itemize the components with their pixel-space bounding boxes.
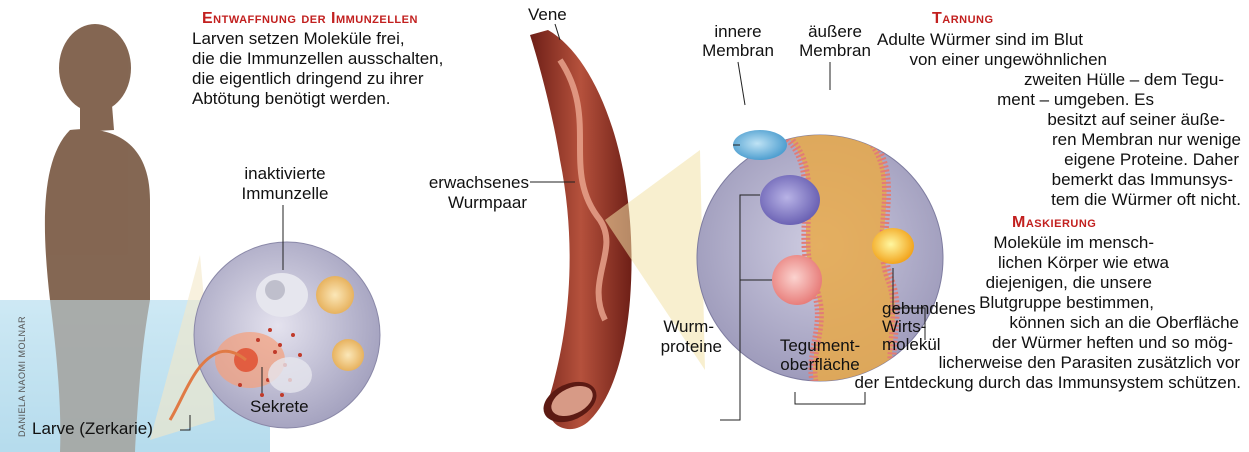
entwaffnung-line-2: die die Immunzellen ausschalten, — [192, 49, 443, 69]
credit-line: DANIELA NAOMI MOLNAR — [17, 317, 27, 437]
label-tegument-2: oberfläche — [765, 355, 875, 374]
label-wurmpaar-2: Wurmpaar — [448, 193, 527, 212]
maskierung-line-7: licherweise den Parasiten zusätzlich vor — [939, 353, 1240, 373]
label-larve: Larve (Zerkarie) — [32, 419, 153, 438]
heading-entwaffnung: Entwaffnung der Immunzellen — [202, 10, 418, 28]
tarnung-line-7: eigene Proteine. Daher — [1064, 150, 1239, 170]
worm-protein-pink — [772, 255, 822, 305]
label-wurmproteine-1: Wurm- — [663, 317, 714, 336]
host-molecule — [872, 228, 914, 264]
label-aeussere-membran-2: Membran — [780, 41, 890, 60]
maskierung-line-4: Blutgruppe bestimmen, — [979, 293, 1154, 313]
maskierung-line-3: diejenigen, die unsere — [986, 273, 1152, 293]
label-wirtsmolekuel-2: Wirts- — [882, 317, 926, 336]
tarnung-line-2: von einer ungewöhnlichen — [909, 50, 1107, 70]
tarnung-line-3: zweiten Hülle – dem Tegu- — [1024, 70, 1224, 90]
label-wurmpaar-1: erwachsenes — [429, 173, 529, 192]
tarnung-line-9: tem die Würmer oft nicht. — [1051, 190, 1241, 210]
maskierung-line-2: lichen Körper wie etwa — [998, 253, 1169, 273]
heading-maskierung: Maskierung — [1012, 214, 1096, 232]
label-inaktivierte-2: Immunzelle — [225, 184, 345, 203]
tarnung-line-1: Adulte Würmer sind im Blut — [877, 30, 1083, 50]
label-innere-membran-1: innere — [683, 22, 793, 41]
immune-cell-1 — [316, 276, 354, 314]
heading-tarnung: Tarnung — [932, 10, 994, 28]
tarnung-line-5: besitzt auf seiner äuße- — [1047, 110, 1225, 130]
label-wirtsmolekuel-3: molekül — [882, 335, 941, 354]
inactive-immune-cell-2 — [268, 357, 312, 393]
entwaffnung-line-1: Larven setzen Moleküle frei, — [192, 29, 405, 49]
tarnung-line-6: ren Membran nur wenige — [1052, 130, 1241, 150]
maskierung-line-6: der Würmer heften und so mög- — [992, 333, 1233, 353]
maskierung-line-1: Moleküle im mensch- — [993, 233, 1154, 253]
label-inaktivierte-1: inaktivierte — [225, 164, 345, 183]
entwaffnung-line-3: die eigentlich dringend zu ihrer — [192, 69, 424, 89]
label-aeussere-membran-1: äußere — [780, 22, 890, 41]
label-sekrete: Sekrete — [250, 397, 309, 416]
maskierung-line-8: der Entdeckung durch das Immunsystem sch… — [855, 373, 1241, 393]
entwaffnung-line-4: Abtötung benötigt werden. — [192, 89, 390, 109]
maskierung-line-5: können sich an die Oberfläche — [1009, 313, 1239, 333]
worm-protein-blue — [733, 130, 787, 160]
label-vene: Vene — [528, 5, 567, 24]
label-innere-membran-2: Membran — [683, 41, 793, 60]
tarnung-line-4: ment – umgeben. Es — [997, 90, 1154, 110]
label-tegument-1: Tegument- — [765, 336, 875, 355]
label-wirtsmolekuel-1: gebundenes — [882, 299, 976, 318]
tarnung-line-8: bemerkt das Immunsys- — [1052, 170, 1233, 190]
worm-protein-purple — [760, 175, 820, 225]
label-wurmproteine-2: proteine — [661, 337, 722, 356]
immune-cell-2 — [332, 339, 364, 371]
